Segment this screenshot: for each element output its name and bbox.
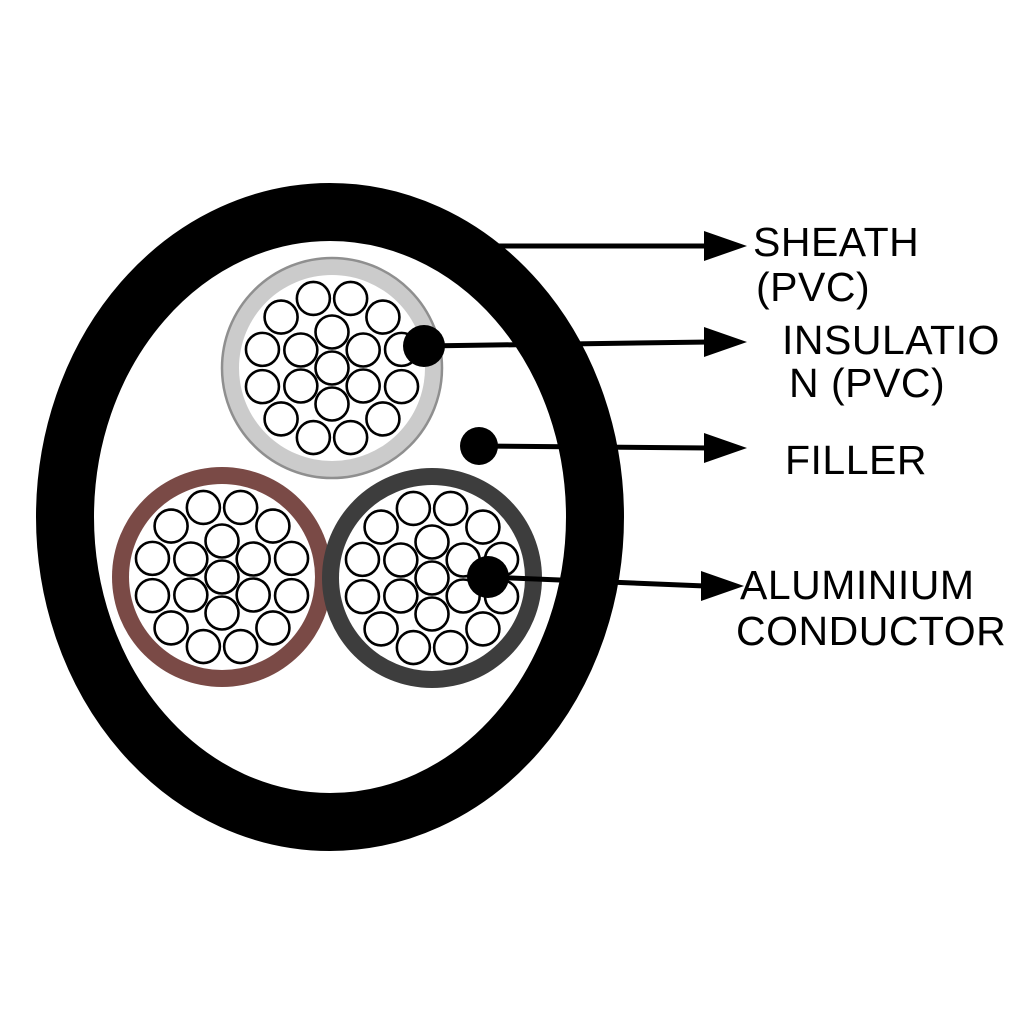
conductor-strand <box>222 489 259 526</box>
conductor-arrowhead-icon <box>701 571 744 601</box>
conductor-strand <box>432 490 469 527</box>
conductor-strand <box>465 611 501 647</box>
conductor-strand <box>244 368 281 405</box>
conductor-label-line2: CONDUCTOR <box>736 608 1007 654</box>
conductor-strand <box>383 578 419 614</box>
conductor-strand <box>345 332 381 368</box>
conductor-strand <box>204 559 240 595</box>
sheath-label-line2: (PVC) <box>756 264 871 310</box>
conductor-strand <box>263 401 299 437</box>
conductor-strand <box>395 490 432 527</box>
cores-group <box>112 256 542 688</box>
sheath-ring <box>36 183 624 851</box>
sheath-label-line1: SHEATH <box>753 219 920 265</box>
conductor-strand <box>283 368 319 404</box>
conductor-strand <box>235 541 271 577</box>
conductor-strand <box>273 540 310 577</box>
core-top <box>220 256 444 480</box>
conductor-strand <box>332 419 369 456</box>
conductor-strand <box>465 509 501 545</box>
conductor-strand <box>314 350 350 386</box>
conductor-strand <box>365 401 401 437</box>
conductor-strand <box>363 509 399 545</box>
conductor-strand <box>344 541 381 578</box>
conductor-strand <box>153 610 189 646</box>
conductor-strand <box>295 419 332 456</box>
conductor-strand <box>295 280 332 317</box>
conductor-strand <box>283 332 319 368</box>
conductor-strand <box>134 540 171 577</box>
conductor-strand <box>173 541 209 577</box>
conductor-strand <box>414 560 450 596</box>
conductor-strand <box>204 523 240 559</box>
conductor-strand <box>273 577 310 614</box>
conductor-strand <box>222 628 259 665</box>
conductor-strand <box>173 577 209 613</box>
filler-leader-line <box>478 443 711 451</box>
conductor-strand <box>432 629 469 666</box>
conductor-strand <box>414 596 450 632</box>
conductor-strand <box>383 542 419 578</box>
conductor-leader-line <box>487 574 706 589</box>
conductor-strand <box>395 629 432 666</box>
conductor-strand <box>345 368 381 404</box>
conductor-strand <box>314 386 350 422</box>
conductor-label-line1: ALUMINIUM <box>740 562 975 608</box>
sheath-arrowhead-icon <box>704 231 747 261</box>
conductor-strand <box>185 489 222 526</box>
core-right <box>322 468 542 688</box>
conductor-strand <box>235 577 271 613</box>
insulation-label-line2: N (PVC) <box>789 360 946 406</box>
conductor-strand <box>244 331 281 368</box>
conductor-strand <box>255 508 291 544</box>
conductor-strand <box>134 577 171 614</box>
conductor-strand <box>204 595 240 631</box>
conductor-strand <box>255 610 291 646</box>
conductor-strand <box>314 314 350 350</box>
conductor-strand <box>414 524 450 560</box>
conductor-strand <box>153 508 189 544</box>
conductor-strand <box>383 368 420 405</box>
insulation-label-line1: INSULATIO <box>782 317 1000 363</box>
conductor-strand <box>185 628 222 665</box>
conductor-strand <box>332 280 369 317</box>
filler-label: FILLER <box>785 437 927 483</box>
conductor-strand <box>365 299 401 335</box>
core-left <box>112 467 332 687</box>
filler-arrowhead-icon <box>704 433 747 463</box>
conductor-strand <box>344 578 381 615</box>
insulation-leader-line <box>423 339 711 349</box>
insulation-arrowhead-icon <box>704 327 747 357</box>
conductor-strand <box>263 299 299 335</box>
conductor-strand <box>363 611 399 647</box>
